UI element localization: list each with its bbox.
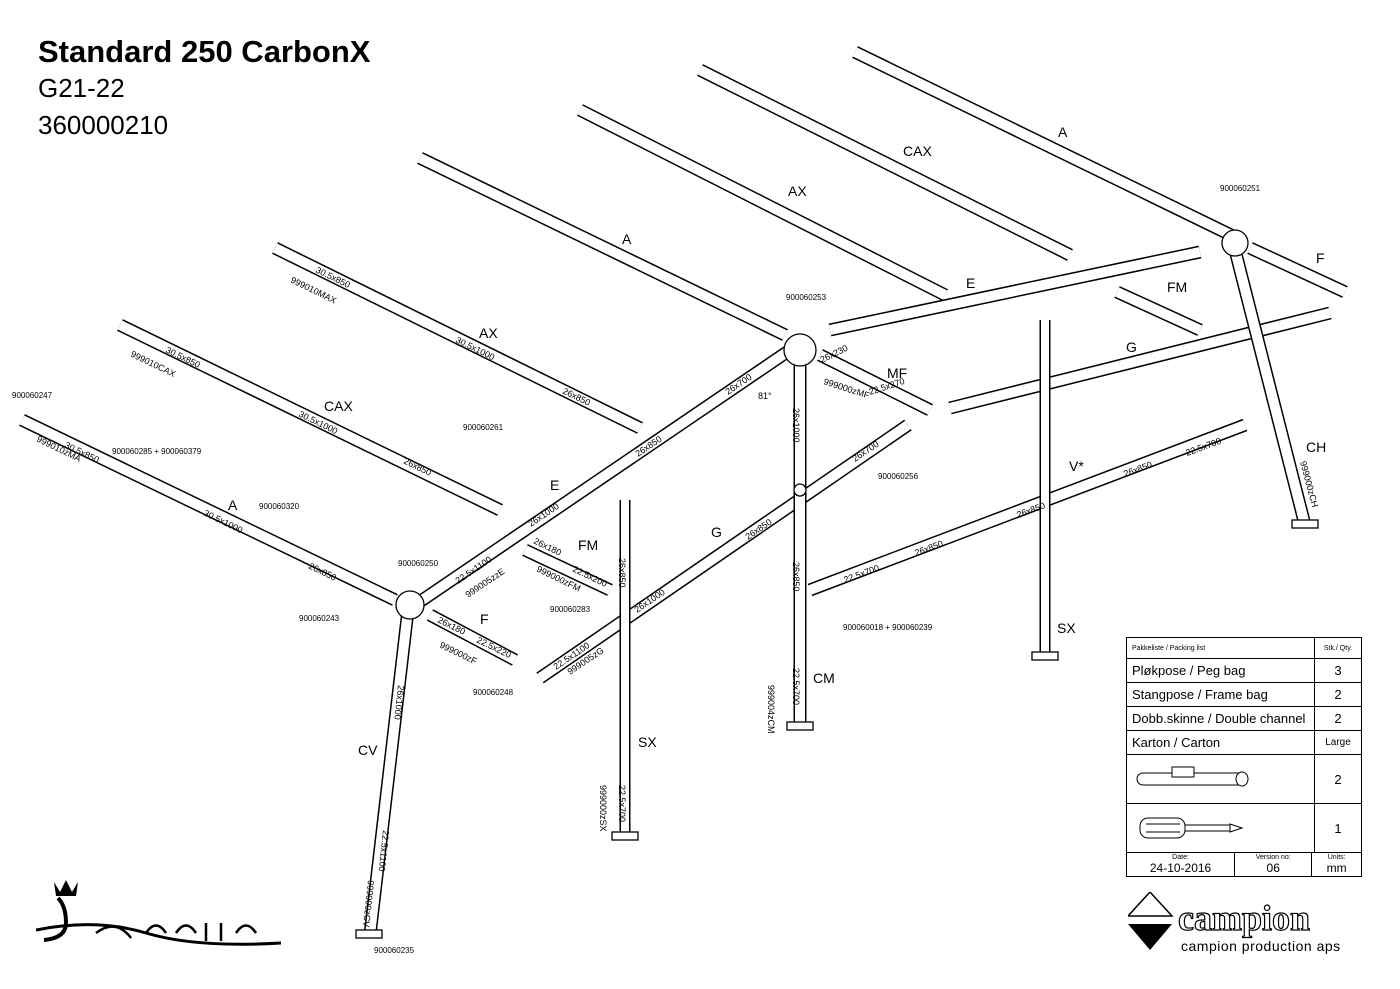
packing-header: Pakkeliste / Packing list bbox=[1126, 637, 1315, 659]
label-sx-right: SX bbox=[1057, 620, 1076, 636]
ref-900060320: 900060320 bbox=[259, 502, 300, 511]
version-value: 06 bbox=[1266, 861, 1280, 875]
short-poles bbox=[426, 242, 1348, 666]
qty-header: Stk./ Qty. bbox=[1314, 637, 1362, 659]
packing-item: Dobb.skinne / Double channel bbox=[1126, 706, 1315, 731]
clamp-icon bbox=[1126, 754, 1315, 804]
v-pole bbox=[807, 418, 1248, 597]
uprights bbox=[363, 248, 1312, 936]
ref-900060251: 900060251 bbox=[1220, 184, 1261, 193]
campion-logo: campion bbox=[1128, 892, 1311, 950]
ref-900060247: 900060247 bbox=[12, 391, 53, 400]
label-a-low: A bbox=[228, 497, 238, 513]
svg-text:campion: campion bbox=[1178, 898, 1310, 938]
packing-qty: 2 bbox=[1314, 682, 1362, 707]
label-e-up: E bbox=[966, 275, 975, 291]
svg-text:22.5x1100: 22.5x1100 bbox=[377, 830, 391, 872]
ridge-poles bbox=[411, 245, 1202, 611]
label-cm: CM bbox=[813, 670, 835, 686]
svg-text:30.5x850: 30.5x850 bbox=[314, 265, 352, 290]
ref-900060253: 900060253 bbox=[786, 293, 827, 302]
roof-poles bbox=[19, 46, 1238, 606]
label-f-left: F bbox=[480, 611, 489, 627]
part-labels: A CAX AX A AX CAX A E E F F FM FM MF G G… bbox=[228, 124, 1326, 758]
campion-tagline: campion production aps bbox=[1181, 938, 1341, 954]
label-a-top: A bbox=[1058, 124, 1068, 140]
svg-text:22.5x700: 22.5x700 bbox=[791, 668, 801, 705]
label-ax-low: AX bbox=[479, 325, 498, 341]
date-value: 24-10-2016 bbox=[1149, 861, 1212, 875]
ref-900060256: 900060256 bbox=[878, 472, 919, 481]
label-e-low: E bbox=[550, 477, 559, 493]
packing-qty: 3 bbox=[1314, 658, 1362, 683]
part-number: 360000210 bbox=[38, 110, 169, 140]
page-title: Standard 250 CarbonX bbox=[38, 34, 371, 69]
angle-label: 81° bbox=[758, 391, 772, 401]
packing-item: Stangpose / Frame bag bbox=[1126, 682, 1315, 707]
label-v-star: V* bbox=[1069, 458, 1084, 474]
label-fm-left: FM bbox=[578, 537, 598, 553]
svg-text:22.5x700: 22.5x700 bbox=[617, 785, 627, 822]
label-f-right: F bbox=[1316, 250, 1325, 266]
packing-qty: 2 bbox=[1314, 754, 1362, 804]
packing-item: Pløkpose / Peg bag bbox=[1126, 658, 1315, 683]
label-ch: CH bbox=[1306, 439, 1326, 455]
document-meta: Date:24-10-2016 Version no:06 Units:mm bbox=[1125, 852, 1362, 877]
svg-text:26x850: 26x850 bbox=[791, 562, 801, 592]
ref-900060285: 900060285 + 900060379 bbox=[112, 447, 202, 456]
ref-900060283: 900060283 bbox=[550, 605, 591, 614]
packing-qty: 2 bbox=[1314, 706, 1362, 731]
feet bbox=[355, 519, 1319, 939]
ref-900060248: 900060248 bbox=[473, 688, 514, 697]
svg-text:26x850: 26x850 bbox=[617, 558, 627, 588]
ref-900060250: 900060250 bbox=[398, 559, 439, 568]
packing-item: Karton / Carton bbox=[1126, 730, 1315, 755]
joints bbox=[395, 229, 1249, 620]
label-g-left: G bbox=[711, 524, 722, 540]
isabella-logo bbox=[36, 880, 282, 946]
label-a-mid: A bbox=[622, 231, 632, 247]
screwdriver-icon bbox=[1126, 803, 1315, 853]
svg-text:26x1000: 26x1000 bbox=[392, 685, 406, 720]
svg-text:999004zCM: 999004zCM bbox=[766, 685, 776, 734]
label-mf: MF bbox=[887, 365, 907, 381]
label-sx-left: SX bbox=[638, 734, 657, 750]
label-cax-low: CAX bbox=[324, 398, 353, 414]
g-poles bbox=[536, 306, 1332, 684]
packing-qty: Large bbox=[1314, 730, 1362, 755]
label-fm-right: FM bbox=[1167, 279, 1187, 295]
svg-text:999000zSX: 999000zSX bbox=[598, 785, 608, 832]
packing-qty: 1 bbox=[1314, 803, 1362, 853]
label-ax-top: AX bbox=[788, 183, 807, 199]
svg-text:26x850: 26x850 bbox=[561, 386, 592, 408]
ref-900060243: 900060243 bbox=[299, 614, 340, 623]
packing-list: Pakkeliste / Packing list Stk./ Qty. Plø… bbox=[1126, 637, 1362, 853]
units-value: mm bbox=[1326, 861, 1347, 875]
label-cax-top: CAX bbox=[903, 143, 932, 159]
ref-900060261: 900060261 bbox=[463, 423, 504, 432]
svg-text:26x1000: 26x1000 bbox=[791, 408, 801, 443]
label-g-right: G bbox=[1126, 339, 1137, 355]
svg-text:999000zCV: 999000zCV bbox=[361, 880, 376, 928]
label-cv: CV bbox=[358, 742, 378, 758]
reference-numbers: 900060251 900060253 900060261 900060247 … bbox=[12, 184, 1261, 955]
model-code: G21-22 bbox=[38, 73, 125, 103]
ref-900060018: 900060018 + 900060239 bbox=[843, 623, 933, 632]
ref-900060235: 900060235 bbox=[374, 946, 415, 955]
